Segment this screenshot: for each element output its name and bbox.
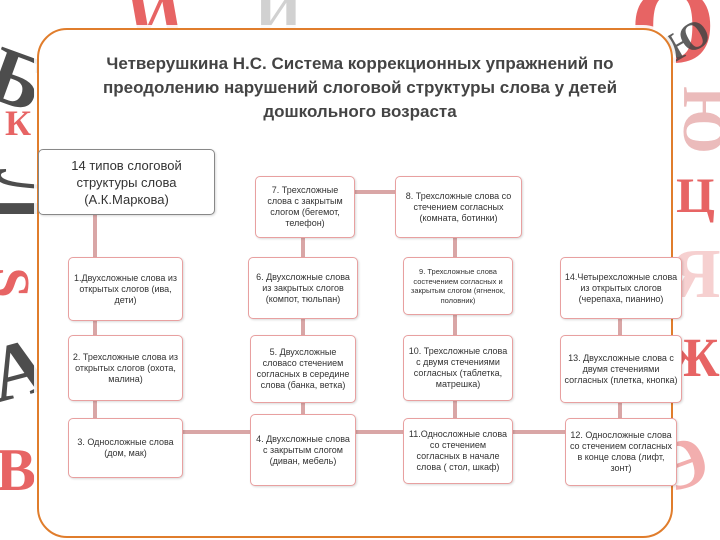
page-title: Четверушкина Н.С. Система коррекционных … xyxy=(102,54,618,121)
type-7-box: 7. Трехсложные слова с закрытым слогом (… xyxy=(255,176,355,238)
type-8-box: 8. Трехсложные слова со стечением соглас… xyxy=(395,176,522,238)
type-9-box: 9. Трехсложные слова состечением согласн… xyxy=(403,257,513,315)
bg-letter: Ц xyxy=(676,167,715,223)
type-4-box: 4. Двухсложные слова с закрытым слогом (… xyxy=(250,414,356,486)
bg-letter: К xyxy=(5,103,32,143)
type-10-box: 10. Трехсложные слова с двумя стечениями… xyxy=(403,335,513,401)
type-3-box: 3. Односложные слова (дом, мак) xyxy=(68,418,183,478)
type-12-box: 12. Односложные слова со стечением согла… xyxy=(565,418,677,486)
header-box: 14 типов слоговой структуры слова (А.К.М… xyxy=(38,149,215,215)
type-6-box: 6. Двухсложные слова из закрытых слогов … xyxy=(248,257,358,319)
type-2-box: 2. Трехсложные слова из открытых слогов … xyxy=(68,335,183,401)
type-1-box: 1.Двухсложные слова из открытых слогов (… xyxy=(68,257,183,321)
type-14-box: 14.Четырехсложные слова из открытых слог… xyxy=(560,257,682,319)
type-13-box: 13. Двухсложные слова с двумя стечениями… xyxy=(560,335,682,403)
bg-letter: В xyxy=(0,437,37,503)
type-11-box: 11.Односложные слова со стечением соглас… xyxy=(403,418,513,484)
type-5-box: 5. Двухсложные словасо стечением согласн… xyxy=(250,335,356,403)
